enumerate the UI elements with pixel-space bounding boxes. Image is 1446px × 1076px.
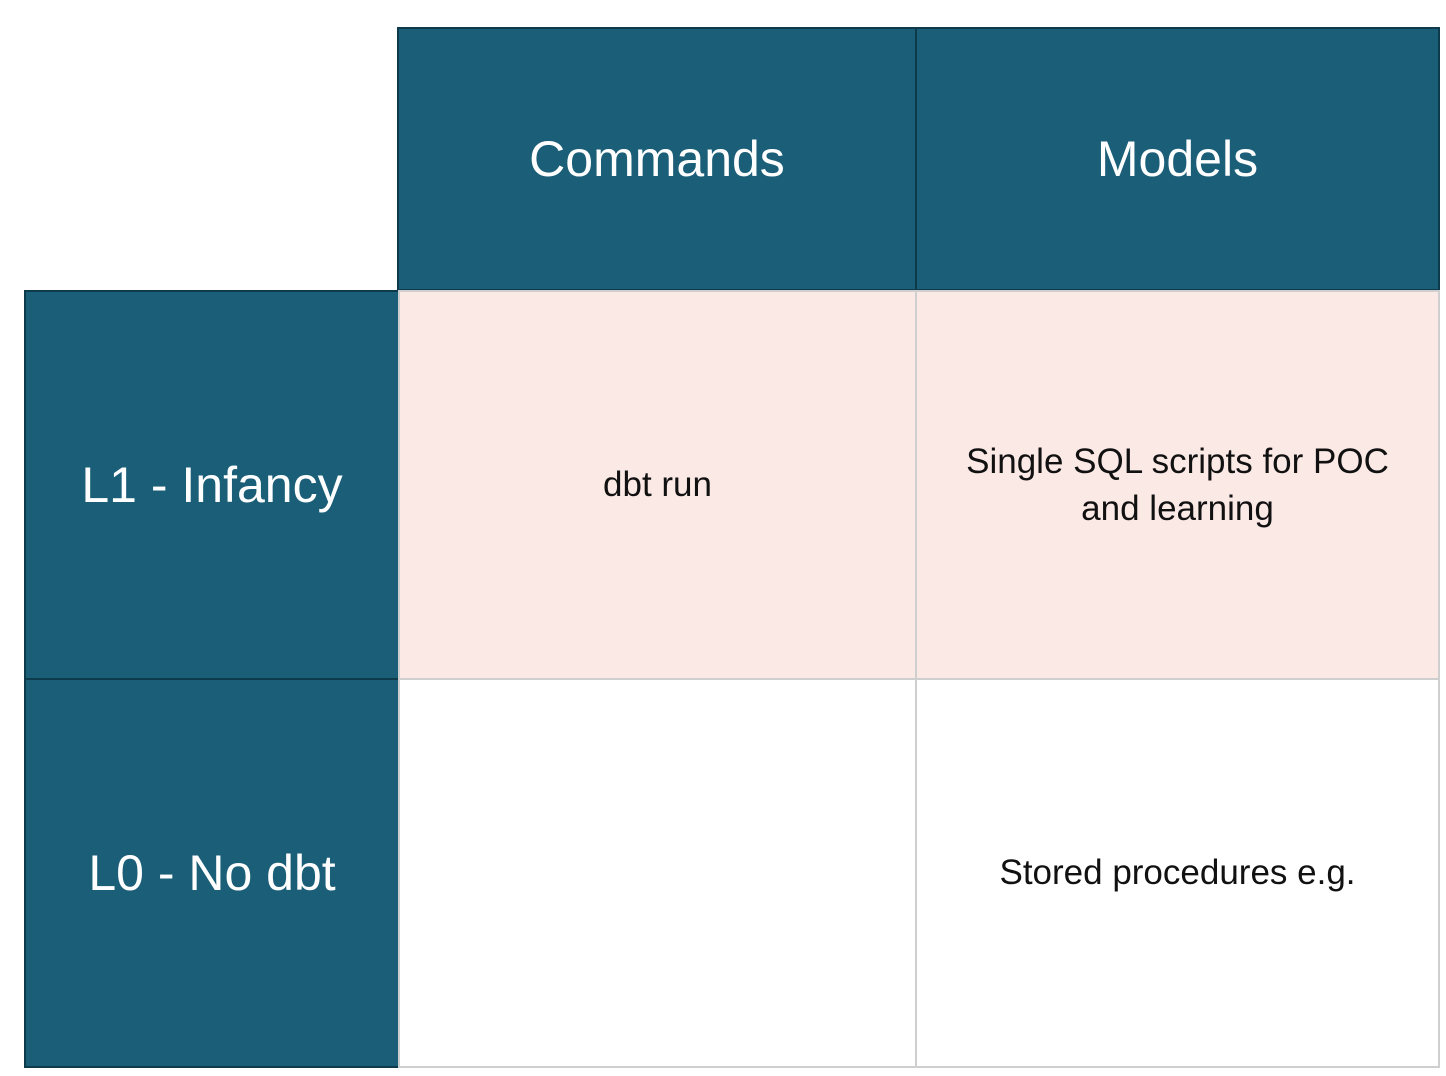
cell-l1-commands: dbt run bbox=[398, 290, 917, 680]
cell-l1-models: Single SQL scripts for POC and learning bbox=[915, 290, 1440, 680]
row-header-l0: L0 - No dbt bbox=[24, 678, 400, 1068]
column-header-commands: Commands bbox=[397, 27, 917, 291]
cell-l0-models: Stored procedures e.g. bbox=[915, 678, 1440, 1068]
cell-l0-commands bbox=[398, 678, 917, 1068]
column-header-models: Models bbox=[915, 27, 1440, 291]
row-header-l1: L1 - Infancy bbox=[24, 290, 400, 680]
